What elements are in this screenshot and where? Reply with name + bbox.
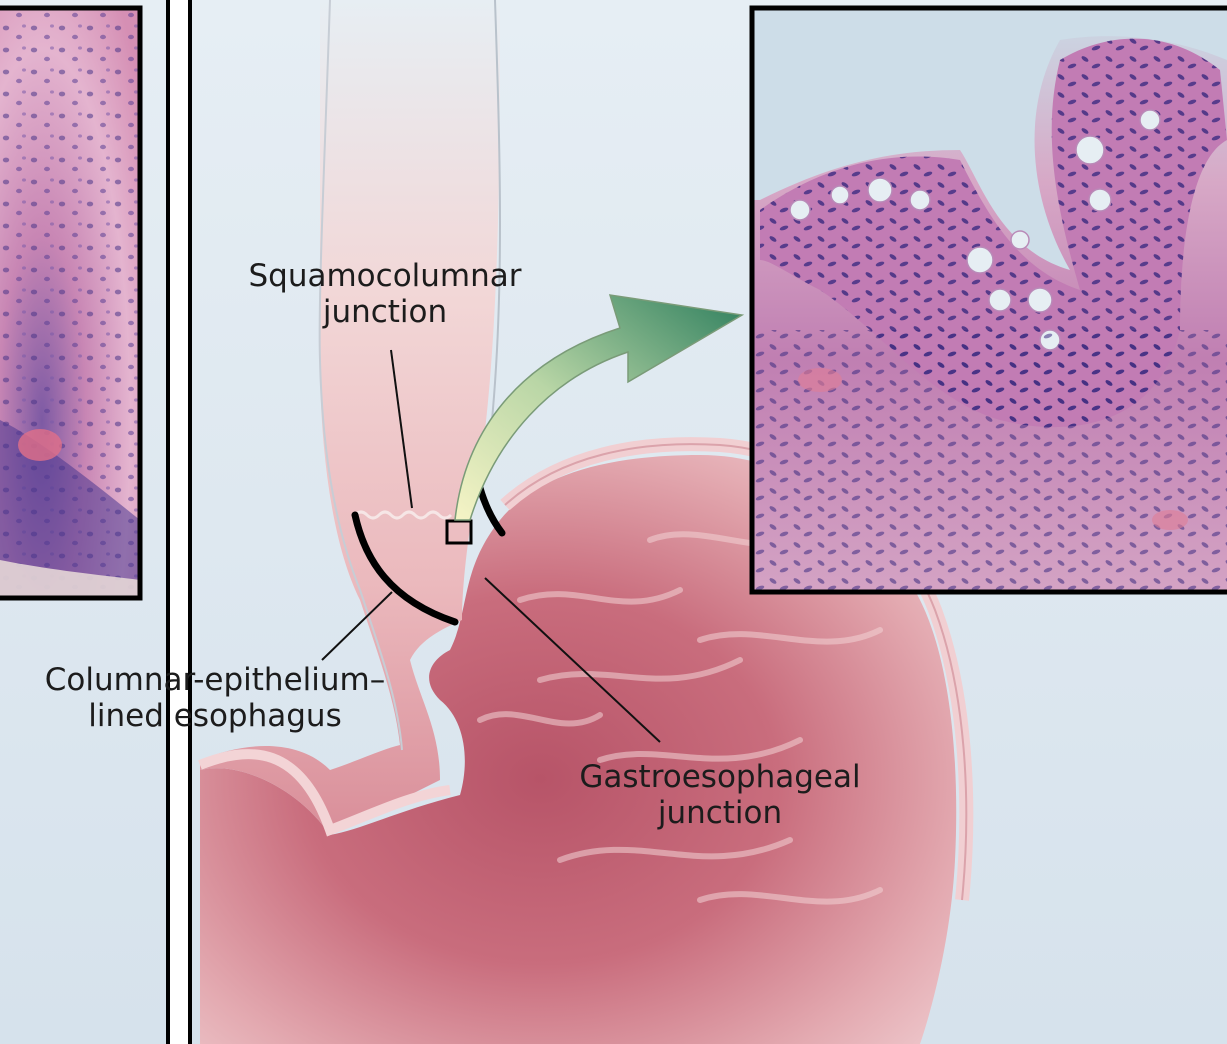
label-columnar-line2: lined esophagus xyxy=(0,698,430,734)
label-squamocolumnar-line2: junction xyxy=(215,294,555,330)
label-squamocolumnar-line1: Squamocolumnar xyxy=(215,258,555,294)
label-gastroesophageal-junction: Gastroesophageal junction xyxy=(545,759,895,831)
label-columnar-lined-esophagus: Columnar-epithelium– lined esophagus xyxy=(0,662,430,734)
squamous-histology-panel xyxy=(0,8,140,598)
label-gastroesophageal-line1: Gastroesophageal xyxy=(545,759,895,795)
label-columnar-line1: Columnar-epithelium– xyxy=(0,662,430,698)
label-squamocolumnar-junction: Squamocolumnar junction xyxy=(215,258,555,330)
label-gastroesophageal-line2: junction xyxy=(545,795,895,831)
columnar-histology-panel xyxy=(752,8,1227,592)
panel-divider xyxy=(166,0,192,1044)
